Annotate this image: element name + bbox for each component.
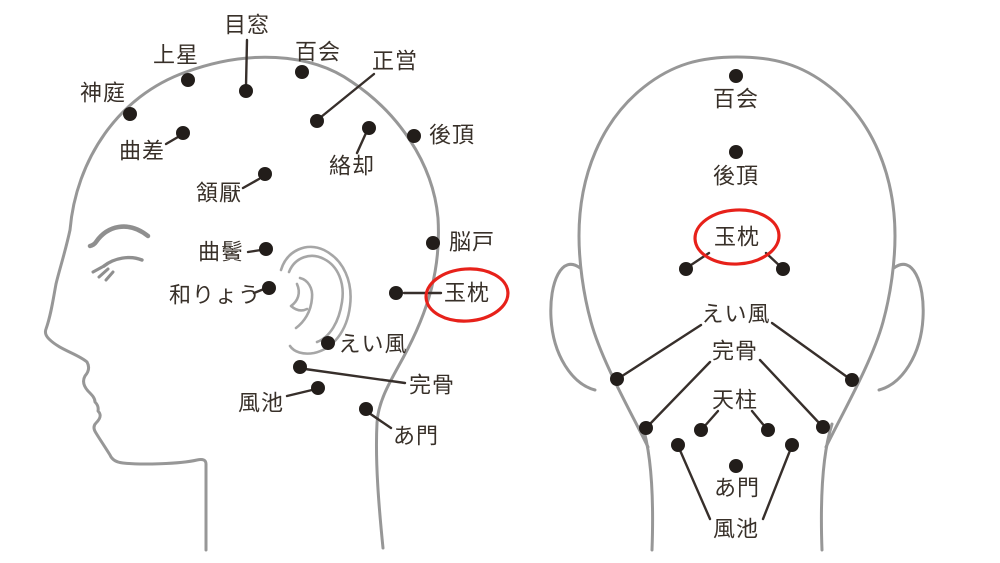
highlight-circle-side-gyokuchin (424, 267, 510, 323)
label-hyakue: 百会 (295, 41, 341, 66)
back-head-outline (577, 55, 897, 449)
ear-tragus (289, 282, 309, 312)
dot-waryo (262, 281, 276, 295)
label-kyokusa: 曲差 (119, 140, 165, 165)
side-head-outline (43, 55, 440, 552)
dot-josei (181, 73, 195, 87)
eyelash (97, 267, 110, 279)
side-ear (279, 245, 352, 355)
highlight-circle-back-gyokuchin (693, 208, 781, 266)
ear-outer (279, 245, 352, 355)
back-point-labels: 百会 後頂 玉枕 えい風 完骨 天柱 あ門 風池 (701, 88, 770, 543)
dot-gyokuchin-left (679, 262, 693, 276)
label-ganen: 頷厭 (196, 182, 242, 207)
side-point-labels: 神庭 上星 目窓 百会 正営 曲差 絡却 後頂 頷厭 曲鬢 脳戸 和りょう 玉枕… (80, 14, 495, 450)
dot-rakkyaku (362, 121, 376, 135)
leader-fuchi (285, 388, 314, 398)
dot-fuchi (311, 381, 325, 395)
leader-fuchi-left (677, 446, 712, 521)
dot-eifu (321, 336, 335, 350)
dot-amon (359, 402, 373, 416)
side-leader-lines (164, 38, 443, 430)
label-kankotsu: 完骨 (409, 374, 455, 399)
label-waryo: 和りょう (169, 284, 261, 309)
back-point-dots (610, 69, 859, 473)
label-fuchi-back: 風池 (713, 518, 759, 543)
side-point-dots (123, 65, 440, 416)
label-seiei: 正営 (372, 50, 418, 75)
back-right-ear (877, 262, 925, 392)
dot-mokuso (239, 84, 253, 98)
dot-seiei (310, 114, 324, 128)
label-tenchu-back: 天柱 (712, 389, 758, 414)
dot-amon-back (729, 459, 743, 473)
dot-eifu-left (610, 372, 624, 386)
label-amon-back: あ門 (714, 477, 760, 502)
label-amon: あ門 (393, 425, 439, 450)
ear-antihelix (294, 276, 314, 330)
dot-eifu-right (845, 373, 859, 387)
dot-fuchi-right (785, 438, 799, 452)
dot-kyokusa (176, 126, 190, 140)
label-kyokubin: 曲鬢 (198, 241, 244, 266)
label-noko: 脳戸 (449, 231, 495, 256)
dot-noko (426, 236, 440, 250)
dot-ganen (258, 167, 272, 181)
label-eifu: えい風 (338, 333, 407, 358)
dot-kankotsu-left (639, 421, 653, 435)
label-gocho-back: 後頂 (713, 165, 759, 190)
leader-eifu-left (617, 323, 703, 380)
label-gocho: 後頂 (429, 124, 475, 149)
dot-shintei (123, 107, 137, 121)
label-hyakue-back: 百会 (713, 88, 759, 113)
label-shintei: 神庭 (80, 82, 126, 107)
label-mokuso: 目窓 (224, 14, 270, 39)
back-left-neck (640, 422, 655, 552)
leader-kyokusa (164, 135, 180, 146)
leader-seiei (319, 72, 376, 119)
side-view-figure: 神庭 上星 目窓 百会 正営 曲差 絡却 後頂 頷厭 曲鬢 脳戸 和りょう 玉枕… (43, 14, 510, 552)
side-eyelashes (91, 264, 115, 282)
leader-amon (367, 411, 393, 430)
label-gyokuchin-back: 玉枕 (714, 226, 760, 251)
dot-hyakue-back (729, 69, 743, 83)
label-kankotsu-back: 完骨 (712, 340, 758, 365)
leader-fuchi-right (761, 446, 793, 521)
side-eyebrow (87, 224, 151, 249)
eyelash (104, 270, 115, 282)
dot-tenchu-right (761, 423, 775, 437)
eyelash (91, 264, 106, 274)
dot-gocho-back (729, 145, 743, 159)
leader-ganen (241, 177, 261, 190)
dot-kankotsu (293, 360, 307, 374)
dot-gocho (407, 129, 421, 143)
label-gyokuchin: 玉枕 (444, 282, 490, 307)
dot-kyokubin (259, 242, 273, 256)
dot-hyakue (295, 65, 309, 79)
leader-kankotsu (303, 367, 407, 385)
dot-gyokuchin (389, 286, 403, 300)
label-eifu-back: えい風 (701, 303, 770, 328)
dot-fuchi-left (671, 438, 685, 452)
leader-kyokubin (246, 248, 263, 254)
dot-tenchu-left (694, 423, 708, 437)
back-right-neck (819, 422, 834, 552)
leader-eifu-right (770, 321, 852, 381)
leader-kankotsu-left (646, 360, 712, 428)
leader-mokuso (244, 38, 249, 88)
ear-helix (287, 254, 344, 344)
label-rakkyaku: 絡却 (329, 155, 375, 180)
label-josei: 上星 (153, 44, 199, 69)
back-left-ear (549, 262, 597, 392)
label-fuchi: 風池 (238, 392, 284, 417)
dot-gyokuchin-right (776, 262, 790, 276)
leader-rakkyaku (355, 131, 368, 155)
back-view-figure: 百会 後頂 玉枕 えい風 完骨 天柱 あ門 風池 (549, 55, 925, 552)
dot-kankotsu-right (816, 420, 830, 434)
side-closed-eye (102, 255, 144, 268)
leader-kankotsu-right (758, 358, 823, 427)
